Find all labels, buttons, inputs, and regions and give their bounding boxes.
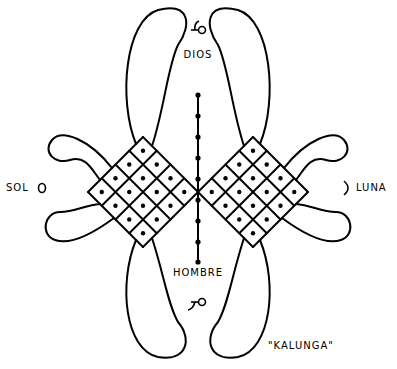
right-lattice bbox=[198, 8, 350, 357]
caption-text: "KALUNGA" bbox=[268, 340, 334, 352]
moon-symbol bbox=[344, 181, 348, 195]
man-label: HOMBRE bbox=[173, 267, 223, 279]
moon-label: LUNA bbox=[356, 182, 387, 194]
center-dots bbox=[195, 92, 200, 264]
sun-symbol bbox=[39, 184, 46, 193]
god-symbol bbox=[191, 21, 206, 34]
left-lattice bbox=[46, 8, 198, 357]
god-label: DIOS bbox=[184, 49, 213, 61]
man-symbol bbox=[188, 299, 206, 311]
sun-label: SOL bbox=[6, 182, 29, 194]
